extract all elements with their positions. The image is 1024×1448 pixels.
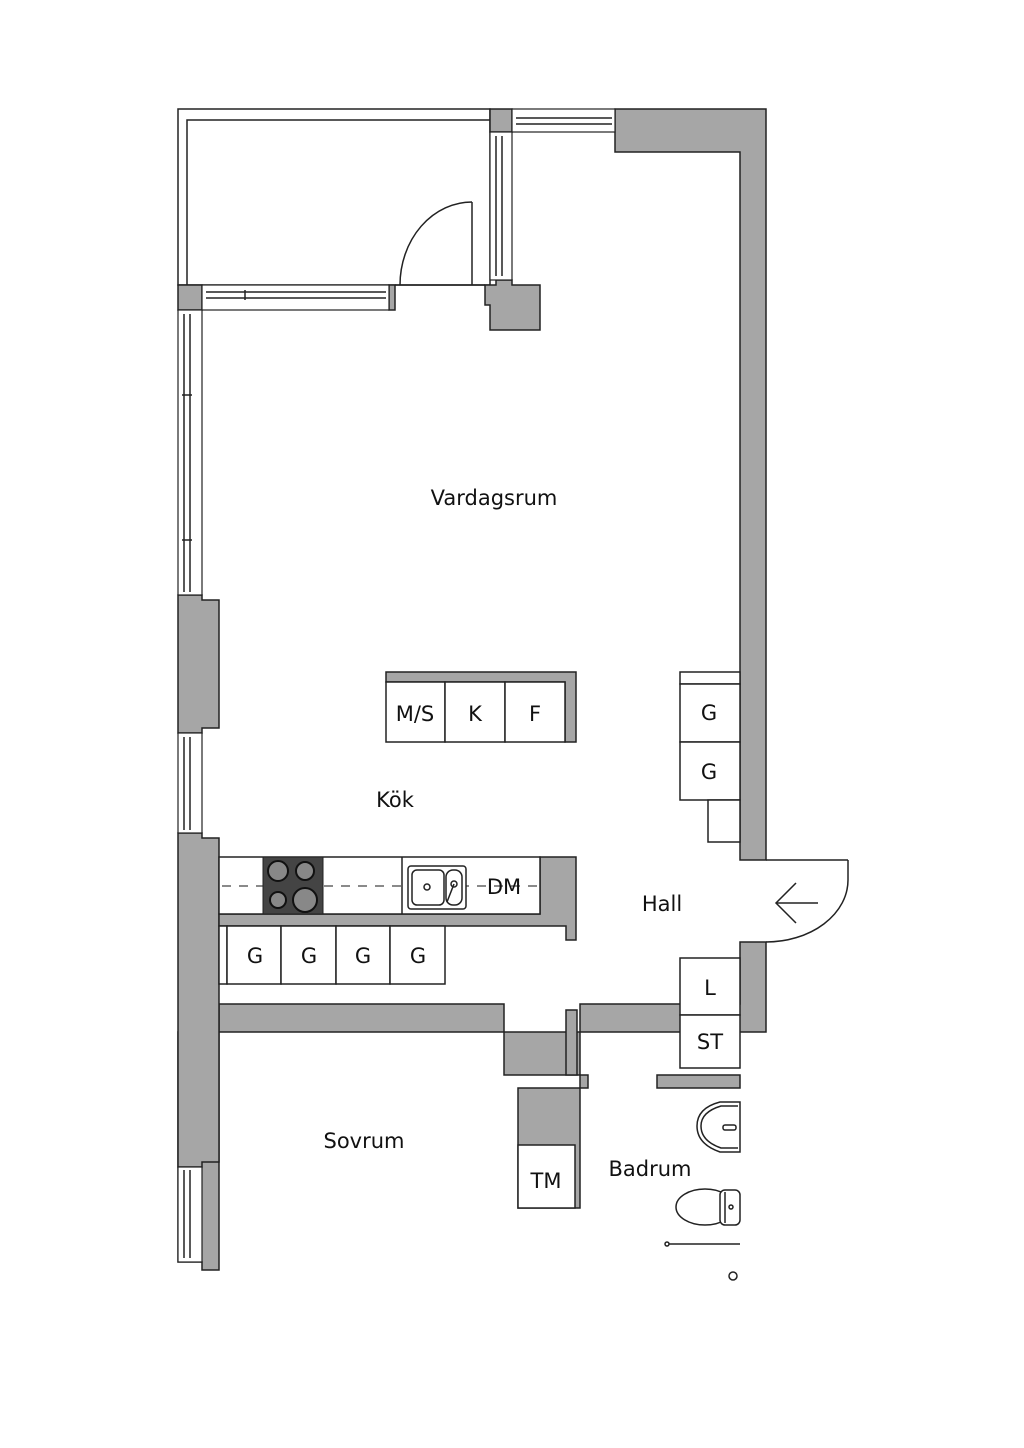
windows xyxy=(177,108,616,1263)
linen-label: L xyxy=(704,976,716,1000)
microwave-label: M/S xyxy=(396,702,435,726)
toilet xyxy=(675,1188,741,1226)
washbasin xyxy=(696,1101,741,1153)
sink xyxy=(407,865,467,910)
kitchen-counter xyxy=(218,856,541,915)
fridge-label: K xyxy=(468,702,483,726)
cabinet-label: G xyxy=(355,944,371,968)
cabinet-label: G xyxy=(301,944,317,968)
room-label-hall: Hall xyxy=(642,892,682,916)
cabinet-label: G xyxy=(247,944,263,968)
dishwasher-label: DM xyxy=(487,875,521,899)
room-label-bathroom: Badrum xyxy=(608,1157,691,1181)
balcony xyxy=(177,108,491,300)
balcony-door[interactable] xyxy=(395,201,485,286)
room-label-kitchen: Kök xyxy=(376,788,415,812)
cooktop xyxy=(262,856,324,915)
cabinet-label: G xyxy=(410,944,426,968)
storage-label: ST xyxy=(697,1030,723,1054)
freezer-label: F xyxy=(529,702,541,726)
cabinet-label: G xyxy=(701,701,717,725)
entrance-door[interactable] xyxy=(765,859,849,943)
walls xyxy=(177,108,767,1271)
kitchen-island xyxy=(385,671,577,743)
dryer-label: TM xyxy=(530,1169,562,1193)
arrow-left-icon xyxy=(774,882,818,924)
dryer xyxy=(517,1144,576,1209)
cabinet-label: G xyxy=(701,760,717,784)
kitchen-cabinets xyxy=(218,925,446,985)
room-label-bedroom: Sovrum xyxy=(323,1129,404,1153)
shower xyxy=(664,1241,740,1281)
room-label-living: Vardagsrum xyxy=(431,486,558,510)
hall-cabinets xyxy=(679,671,741,1069)
